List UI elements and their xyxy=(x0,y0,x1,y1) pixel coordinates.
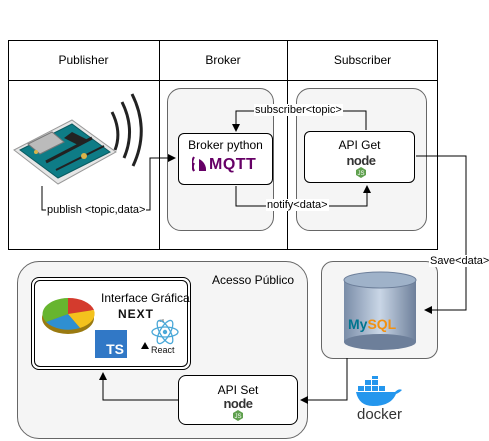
mysql-sql: SQL xyxy=(367,316,397,332)
api-get-node[interactable]: API Get node JS xyxy=(304,131,415,183)
node-hex-icon: JS xyxy=(356,167,366,178)
edge-label-subscriber-topic: subscriber<topic> xyxy=(254,104,343,116)
svg-text:JS: JS xyxy=(234,414,241,420)
mqtt-text: MQTT xyxy=(209,156,257,173)
lane-divider-2 xyxy=(287,40,288,250)
edge-label-notify: notify<data> xyxy=(266,199,329,211)
lane-title-publisher: Publisher xyxy=(58,53,109,67)
vercel-triangle-icon xyxy=(141,342,149,349)
edge-mysql-to-api-set xyxy=(300,358,348,404)
api-set-label: API Set xyxy=(217,383,259,397)
arduino-board-image xyxy=(12,92,152,192)
acesso-publico-label: Acesso Público xyxy=(212,273,295,287)
mqtt-logo: MQTT xyxy=(191,155,262,175)
typescript-logo: TS xyxy=(95,330,127,358)
edge-publish xyxy=(41,154,176,211)
svg-text:JS: JS xyxy=(357,171,364,177)
node-logo-text: node xyxy=(346,153,376,168)
docker-logo: docker xyxy=(355,376,405,426)
edge-api-set-to-interface xyxy=(99,372,178,401)
arduino-board-icon xyxy=(13,93,143,185)
swimlane-container xyxy=(8,40,438,250)
database-cylinder-icon xyxy=(343,271,417,350)
react-logo: React xyxy=(150,318,180,358)
edge-label-save: Save<data> xyxy=(429,255,489,267)
react-atom-icon xyxy=(151,319,179,345)
mysql-my: My xyxy=(348,316,368,332)
node-logo-get: node JS xyxy=(341,152,381,178)
lane-header-divider xyxy=(8,80,438,81)
lane-divider-1 xyxy=(159,40,160,250)
node-logo-text-set: node xyxy=(223,396,253,411)
mysql-database-image[interactable]: MySQL xyxy=(338,270,422,352)
api-get-label: API Get xyxy=(338,138,381,152)
pie-chart-icon xyxy=(42,297,95,334)
nextjs-text: NEXT xyxy=(118,307,155,321)
mysql-logo: MySQL xyxy=(348,316,396,334)
pie-chart-image xyxy=(40,288,100,338)
node-hex-icon-set: JS xyxy=(233,410,243,421)
broker-python-label: Broker python xyxy=(188,138,263,152)
lane-title-subscriber: Subscriber xyxy=(333,53,392,67)
mqtt-icon xyxy=(191,156,207,172)
interface-grafica-label: Interface Gráfica xyxy=(101,291,190,305)
docker-text: docker xyxy=(357,406,403,423)
api-set-node[interactable]: API Set node JS xyxy=(178,375,298,425)
broker-python-node[interactable]: Broker python MQTT xyxy=(178,133,273,185)
edge-save xyxy=(416,155,467,314)
react-text: React xyxy=(151,345,175,355)
lane-title-broker: Broker xyxy=(205,53,241,67)
edge-label-publish: publish <topic,data> xyxy=(46,204,147,216)
typescript-text: TS xyxy=(106,341,124,357)
docker-whale-icon xyxy=(356,376,402,406)
node-logo-set: node JS xyxy=(217,395,259,421)
